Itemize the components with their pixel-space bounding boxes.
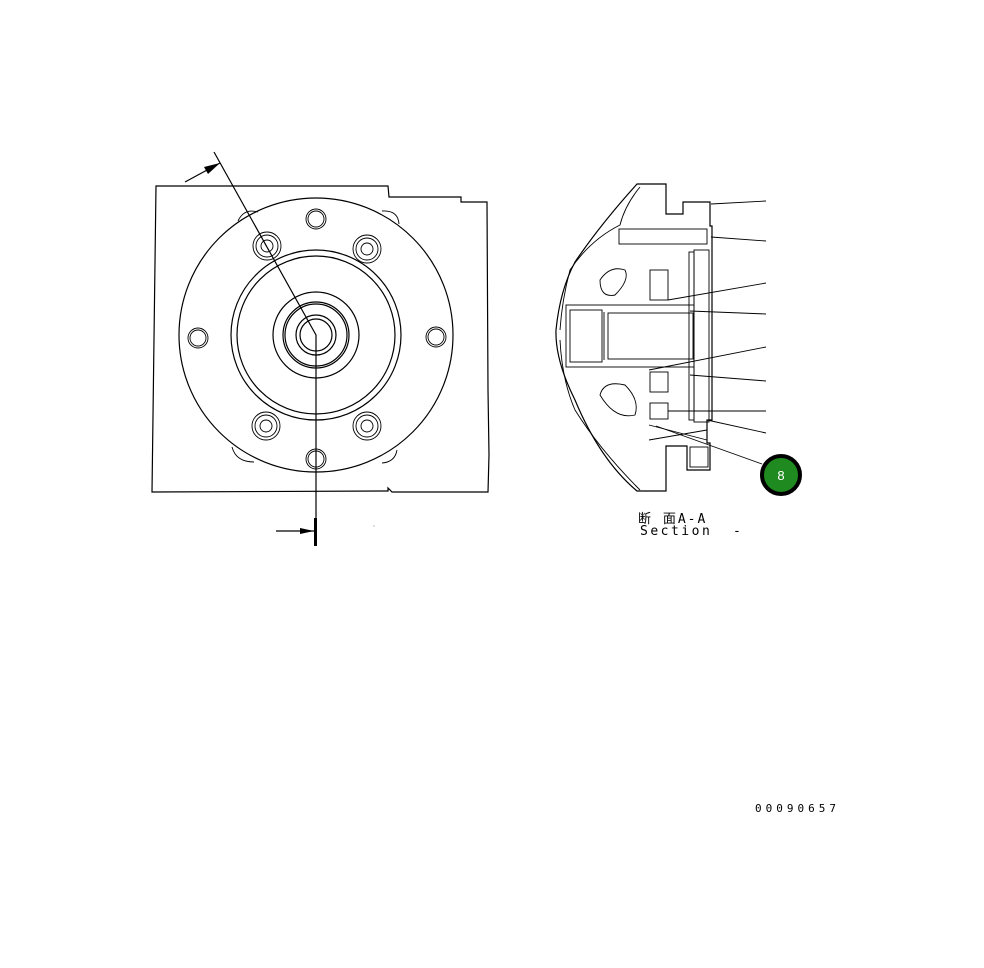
- section-label-english: Section -: [640, 524, 744, 539]
- leader-lines: [648, 200, 767, 465]
- section-view: [555, 183, 767, 492]
- section-label-japanese: 断 面A-A: [638, 512, 708, 527]
- drawing-number: 00090657: [755, 802, 840, 815]
- front-view: [151, 151, 490, 546]
- callout-badge-8[interactable]: 8: [760, 454, 802, 496]
